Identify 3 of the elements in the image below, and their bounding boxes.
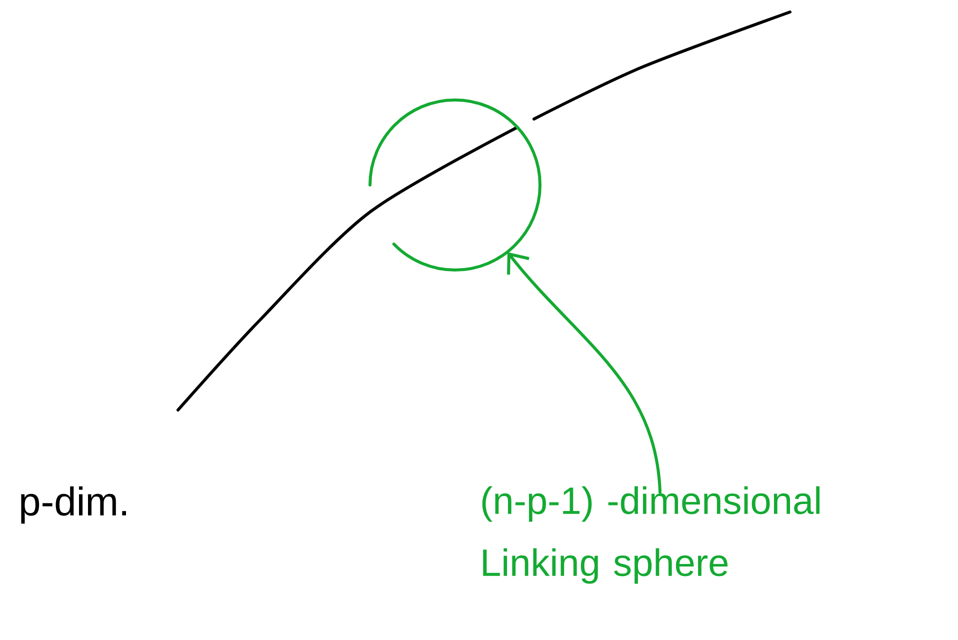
caption-text: (n-p-1) -dimensional Linking sphere [482,486,820,584]
dimension-label: p-dim. [21,486,126,524]
leader-line [507,252,662,494]
